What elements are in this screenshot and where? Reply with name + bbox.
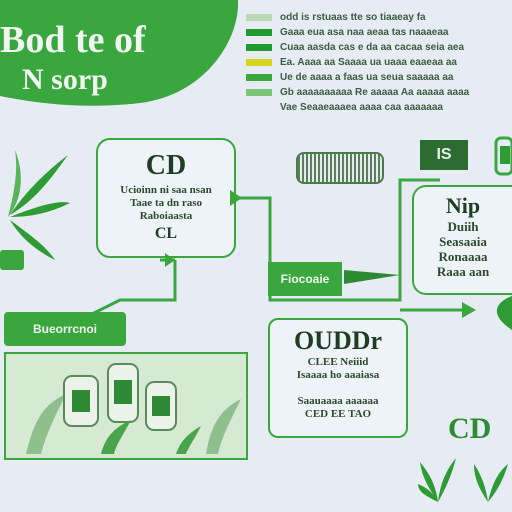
- right-box-body: Duiih Seasaaia Ronaaaa Raaa aan: [436, 219, 490, 279]
- cannabis-leaf-icon: [0, 150, 70, 270]
- bottom-box-title: OUDDr: [293, 326, 383, 355]
- legend-text: Gaaa eua asa naa aeaa tas naaaeaa: [280, 27, 449, 38]
- legend-row: Ue de aaaa a faas ua seua saaaaa aa: [246, 70, 506, 85]
- header-title: Bod te of N sorp: [0, 20, 230, 100]
- legend-swatch: [246, 104, 272, 111]
- legend-text: Cuaa aasda cas e da aa cacaa seia aea: [280, 42, 465, 53]
- header-blob: [0, 0, 239, 106]
- legend-row: Cuaa aasda cas e da aa cacaa seia aea: [246, 40, 506, 55]
- legend-row: Gb aaaaaaaaaa Re aaaaa Aa aaaaa aaaa: [246, 85, 506, 100]
- left-label: Bueorrcnoi: [4, 312, 126, 346]
- legend-swatch: [246, 59, 272, 66]
- legend-swatch: [246, 14, 272, 21]
- legend-swatch: [246, 44, 272, 51]
- cd-box-title: CD: [145, 150, 187, 181]
- legend-row: Vae Seaaeaaaea aaaa caa aaaaaaa: [246, 100, 506, 115]
- bottom-box: OUDDr CLEE Neiiid Isaaaa ho aaaiasa Saau…: [268, 318, 408, 438]
- cd-bottom-title: CD: [448, 412, 492, 445]
- header-title-line2: N sorp: [22, 63, 108, 96]
- legend-row: Gaaa eua asa naa aeaa tas naaaeaa: [246, 25, 506, 40]
- header-title-line1: Bod te of: [0, 19, 146, 61]
- plant-bottles-illustration: [26, 363, 241, 454]
- cd-box-foot: CL: [154, 225, 178, 242]
- legend-text: Gb aaaaaaaaaa Re aaaaa Aa aaaaa aaaa: [280, 87, 470, 98]
- legend-swatch: [246, 29, 272, 36]
- mid-label: Fiocoaie: [268, 262, 342, 296]
- cd-box-body: Ucioinn ni saa nsan Taae ta dn raso Rabo…: [120, 184, 212, 222]
- legend-text: Ea. Aaaa aa Saaaa ua uaaa eaaeaa aa: [280, 57, 457, 68]
- bottom-box-body: CLEE Neiiid Isaaaa ho aaaiasa Saauaaaa a…: [296, 356, 380, 420]
- right-box-title: Nip: [445, 193, 481, 218]
- legend-text: Vae Seaaeaaaea aaaa caa aaaaaaa: [280, 102, 443, 113]
- legend-text: Ue de aaaa a faas ua seua saaaaa aa: [280, 72, 454, 83]
- right-box: Nip Duiih Seasaaia Ronaaaa Raaa aan: [412, 185, 512, 295]
- leaf-arrow-icon: [496, 296, 512, 330]
- small-leaf-icon: [418, 458, 508, 502]
- barcode-widget: [296, 152, 384, 184]
- jar-icon: [494, 136, 512, 176]
- badge: IS: [420, 140, 468, 170]
- plant-panel: [4, 352, 248, 460]
- legend-row: odd is rstuaas tte so tiaaeay fa: [246, 10, 506, 25]
- legend: odd is rstuaas tte so tiaaeay fa Gaaa eua…: [246, 10, 506, 115]
- cd-box: CD Ucioinn ni saa nsan Taae ta dn raso R…: [96, 138, 236, 258]
- legend-swatch: [246, 74, 272, 81]
- legend-row: Ea. Aaaa aa Saaaa ua uaaa eaaeaa aa: [246, 55, 506, 70]
- legend-swatch: [246, 89, 272, 96]
- legend-text: odd is rstuaas tte so tiaaeay fa: [280, 12, 426, 23]
